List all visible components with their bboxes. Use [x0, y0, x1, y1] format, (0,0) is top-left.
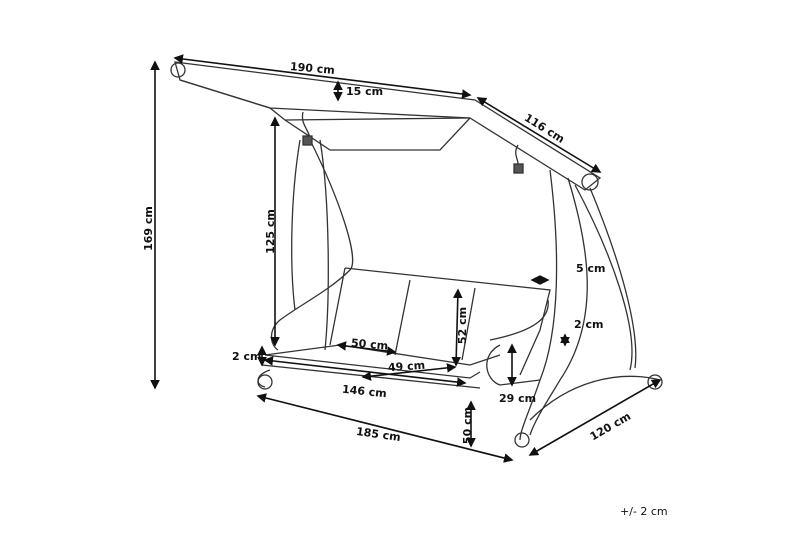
tolerance-note: +/- 2 cm: [620, 505, 668, 518]
seat-height-label: 50 cm: [461, 406, 475, 445]
canopy-overhang-label: 15 cm: [346, 85, 384, 98]
seat-frame-height-label: 125 cm: [263, 209, 277, 254]
armrest-height-label: 29 cm: [499, 392, 537, 405]
backrest-height-label: 52 cm: [456, 306, 470, 345]
cushion-thickness-label: 2 cm: [232, 350, 262, 363]
swing-outline: [170, 61, 663, 448]
frame-tube-width-label: 5 cm: [576, 262, 606, 275]
dimension-arrows: [150, 54, 662, 463]
total-height-label: 169 cm: [141, 206, 155, 251]
cushion-depth-label: 49 cm: [387, 358, 426, 375]
frame-gap-right-label: 2 cm: [574, 318, 604, 331]
